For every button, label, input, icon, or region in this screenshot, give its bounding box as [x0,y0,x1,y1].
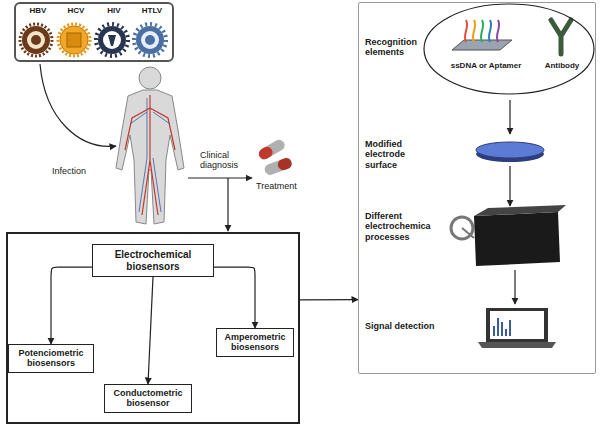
antibody-symbol [551,20,571,54]
human-figure [116,67,184,224]
biosensor-group-box: Electrochemical biosensorsPotenciometric… [6,232,300,424]
annotation-label: Infection [52,166,102,176]
flow-arrow [509,100,510,134]
connector-arrow [214,267,255,328]
flow-arrow [514,270,515,304]
node-label: HIV [97,6,131,15]
infection-arrow [40,64,116,146]
htlv-icon [134,24,166,56]
ssdna-chip [452,20,512,50]
process-box: Electrochemical biosensors [92,244,214,277]
annotation-label: Treatment [256,181,304,191]
flow-arrow [509,166,510,206]
process-box: Potenciometric biosensors [8,344,94,373]
connector-arrow [51,267,92,344]
box-label: Conductometric biosensor [109,388,187,409]
virus-icons [20,24,166,56]
oval-outline [424,4,594,94]
diagnosis-arrow [188,177,252,178]
workflow-panel: Recognition elementsModified electrode s… [358,2,596,374]
potentiostat-device [451,205,566,266]
connector-layer [51,267,358,384]
node-label: Recognition elements [365,37,439,58]
node-label: ssDNA or Aptamer [447,61,525,70]
node-label: HCV [59,6,93,15]
recognition-oval: ssDNA or Aptamer Antibody [423,3,595,95]
virus-panel: HBV HCV HIV HTLV [14,2,174,62]
node-label: Antibody [539,61,585,70]
laptop [478,308,556,348]
box-label: Amperometric biosensors [221,332,289,353]
annotation-label: Clinical diagnosis [200,150,256,171]
node-label: Different electrochemica processes [365,211,447,242]
box-label: Potenciometric biosensors [13,348,89,369]
node-label: HBV [21,6,55,15]
box-label: Electrochemical biosensors [98,249,208,272]
node-label: Signal detection [365,321,439,331]
node-label: Modified electrode surface [365,139,439,170]
hiv-icon [96,24,128,56]
connector-arrow [300,299,358,301]
hbv-icon [20,24,52,56]
hcv-icon [58,24,90,56]
diagnosis-down-arrow [227,178,228,231]
process-box: Conductometric biosensor [104,384,192,413]
connector-arrow [148,277,153,384]
electrode-disk [476,142,544,162]
process-box: Amperometric biosensors [216,328,294,357]
pills [257,138,293,177]
oval-outline [423,3,595,95]
node-label: HTLV [135,6,169,15]
